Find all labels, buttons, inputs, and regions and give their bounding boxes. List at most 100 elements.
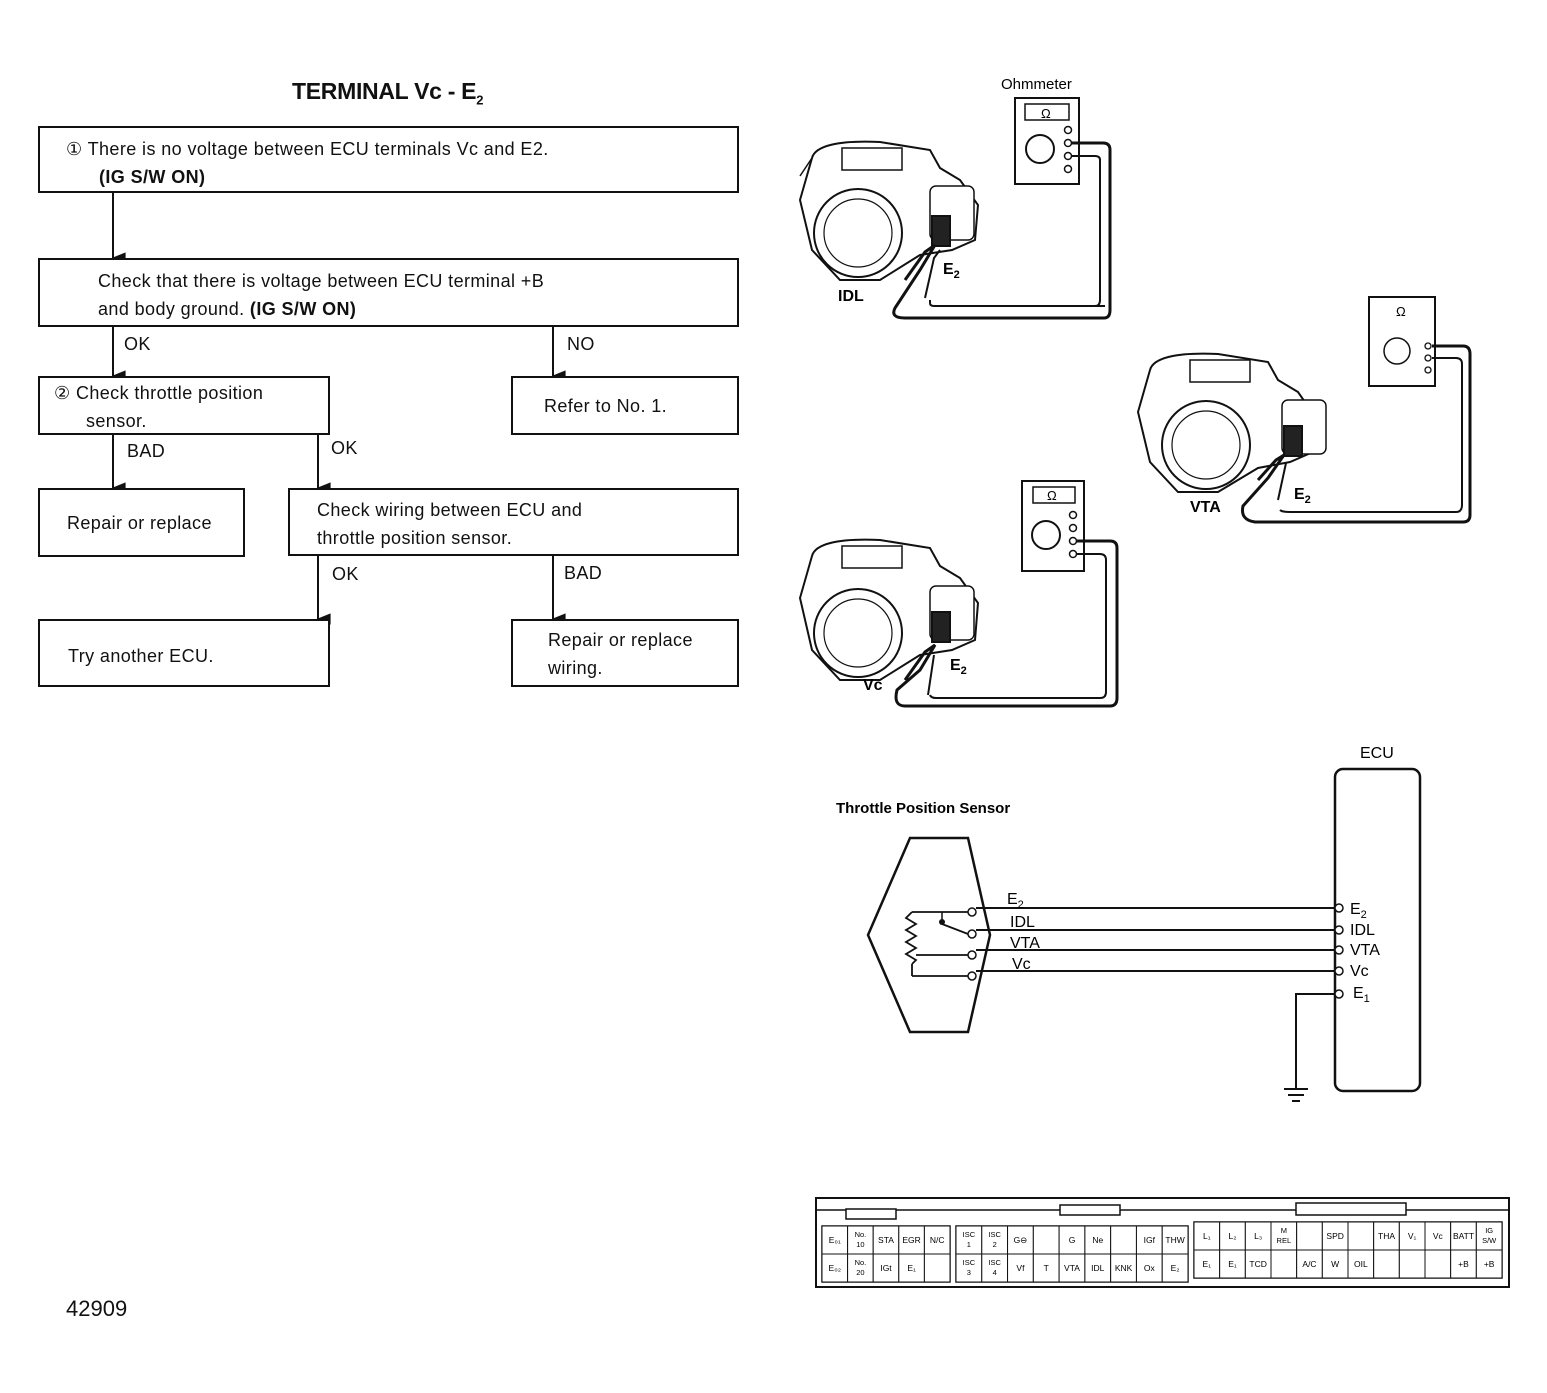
connector-terminal-label: A/C bbox=[1302, 1259, 1316, 1269]
connector-cell bbox=[1135, 1253, 1163, 1283]
ecu-terminal-vc: Vc bbox=[1350, 963, 1369, 980]
connector-cell bbox=[1084, 1225, 1112, 1255]
connector-terminal-label: ISC bbox=[988, 1230, 1001, 1239]
sensor-title: Throttle Position Sensor bbox=[836, 800, 1010, 817]
connector-cell bbox=[1475, 1221, 1503, 1251]
connector-cell bbox=[923, 1225, 951, 1255]
connector-cell bbox=[1007, 1253, 1034, 1283]
connector-terminal-label: THA bbox=[1378, 1231, 1395, 1241]
connector-terminal-label: Ox bbox=[1144, 1263, 1156, 1273]
sensor-housing bbox=[866, 836, 992, 1034]
label-ok-3: OK bbox=[332, 564, 359, 584]
connector-terminal-label: 1 bbox=[967, 1240, 971, 1249]
connector-cell bbox=[1475, 1249, 1503, 1279]
connector-cell bbox=[1296, 1221, 1323, 1251]
throttle-body-illustration bbox=[798, 140, 980, 281]
connector-terminal-label: 4 bbox=[993, 1268, 997, 1277]
probe-lead-vta bbox=[1241, 344, 1472, 524]
connector-cell bbox=[1347, 1221, 1375, 1251]
step1-marker: ① bbox=[66, 139, 83, 159]
ohm-symbol-2: Ω bbox=[1396, 304, 1406, 319]
ecu-terminal-idl: IDL bbox=[1350, 922, 1375, 939]
connector-terminal-label: IDL bbox=[1091, 1263, 1105, 1273]
ohm-symbol-3: Ω bbox=[1047, 488, 1057, 503]
connector-terminal-label: ISC bbox=[963, 1230, 976, 1239]
ecu-box bbox=[1333, 767, 1422, 1093]
label-ok-1: OK bbox=[124, 334, 151, 354]
connector-terminal-label: IGf bbox=[1144, 1235, 1156, 1245]
sensor-terminal-idl: IDL bbox=[1010, 914, 1035, 931]
connector-cell bbox=[1032, 1225, 1060, 1255]
connector-terminal-label: REL bbox=[1277, 1236, 1292, 1245]
ecu-terminal-e1: E1 bbox=[1353, 985, 1370, 1005]
connector-terminal-label: Ne bbox=[1092, 1235, 1103, 1245]
connector-terminal-label: V₁ bbox=[1408, 1231, 1417, 1241]
ohm-symbol-1: Ω bbox=[1041, 106, 1051, 121]
connector-cell bbox=[1135, 1225, 1163, 1255]
connector-cell bbox=[1373, 1249, 1400, 1279]
ecu-terminal-e2: E2 bbox=[1350, 901, 1367, 921]
label-no-1: NO bbox=[567, 334, 595, 354]
connector-terminal-label: M bbox=[1281, 1226, 1287, 1235]
connector-terminal-label: 20 bbox=[856, 1268, 864, 1277]
connector-cell bbox=[1244, 1221, 1272, 1251]
page-title: TERMINAL Vc - E2 bbox=[292, 78, 484, 108]
connector-terminal-label: Vc bbox=[1433, 1231, 1444, 1241]
connector-terminal-label: L₁ bbox=[1203, 1231, 1211, 1241]
connector-cell bbox=[1244, 1249, 1272, 1279]
meter-title: Ohmmeter bbox=[1001, 76, 1072, 93]
probe-lead-idl bbox=[892, 141, 1112, 320]
throttle-body-illustration-2 bbox=[1136, 352, 1327, 493]
repair-sensor-box: Repair or replace bbox=[38, 488, 245, 557]
connector-terminal-label: ISC bbox=[963, 1258, 976, 1267]
wiring-diagram: Throttle Position Sensor ECU bbox=[836, 745, 1422, 1102]
connector-terminal-label: No. bbox=[855, 1230, 867, 1239]
connector-terminal-label: N/C bbox=[930, 1235, 945, 1245]
connector-cell bbox=[1424, 1249, 1452, 1279]
figure-number: 42909 bbox=[66, 1296, 128, 1321]
connector-terminal-label: 10 bbox=[856, 1240, 864, 1249]
connector-terminal-label: +B bbox=[1458, 1259, 1469, 1269]
refer-box: Refer to No. 1. bbox=[511, 376, 739, 435]
ground-label-e2-2: E2 bbox=[1294, 486, 1311, 506]
connector-cell bbox=[847, 1225, 874, 1255]
connector-cell bbox=[821, 1253, 849, 1283]
meter-figure-idl: Ohmmeter Ω IDL E2 bbox=[798, 76, 1112, 320]
connector-cell bbox=[1110, 1225, 1137, 1255]
sensor-terminal-vc: Vc bbox=[1012, 956, 1031, 973]
terminal-label-idl: IDL bbox=[838, 288, 864, 305]
connector-terminal-label: ISC bbox=[988, 1258, 1001, 1267]
connector-terminal-label: L₂ bbox=[1228, 1231, 1236, 1241]
check-wiring-box: Check wiring between ECU and throttle po… bbox=[288, 488, 739, 556]
step1-box: ① There is no voltage between ECU termin… bbox=[38, 126, 739, 193]
connector-cell bbox=[1007, 1225, 1034, 1255]
connector-terminal-label: No. bbox=[855, 1258, 867, 1267]
connector-terminal-label: IG bbox=[1485, 1226, 1493, 1235]
connector-terminal-label: IGt bbox=[880, 1263, 892, 1273]
connector-terminal-label: E₀₁ bbox=[829, 1235, 841, 1245]
connector-terminal-label: +B bbox=[1484, 1259, 1495, 1269]
connector-terminal-label: T bbox=[1044, 1263, 1049, 1273]
connector-cell bbox=[1193, 1249, 1221, 1279]
connector-terminal-label: E₁ bbox=[1203, 1259, 1212, 1269]
repair-wiring-box: Repair or replace wiring. bbox=[511, 619, 739, 687]
connector-terminal-label: VTA bbox=[1064, 1263, 1080, 1273]
connector-terminal-label: S/W bbox=[1482, 1236, 1497, 1245]
connector-terminal-label: E₂ bbox=[1171, 1263, 1180, 1273]
ecu-title: ECU bbox=[1360, 745, 1394, 762]
connector-terminal-label: L₃ bbox=[1254, 1231, 1262, 1241]
connector-cell bbox=[1032, 1253, 1060, 1283]
label-bad-2: BAD bbox=[564, 563, 603, 583]
connector-cell bbox=[1084, 1253, 1112, 1283]
connector-terminal-label: E₁ bbox=[907, 1263, 916, 1273]
connector-terminal-label: BATT bbox=[1453, 1231, 1474, 1241]
label-ok-2: OK bbox=[331, 438, 358, 458]
ground-label-e2-3: E2 bbox=[950, 657, 967, 677]
try-ecu-box: Try another ECU. bbox=[38, 619, 330, 687]
connector-terminal-label: Vf bbox=[1016, 1263, 1025, 1273]
connector-terminal-label: G bbox=[1069, 1235, 1076, 1245]
connector-terminal-label: KNK bbox=[1115, 1263, 1133, 1273]
connector-cell bbox=[1110, 1253, 1137, 1283]
